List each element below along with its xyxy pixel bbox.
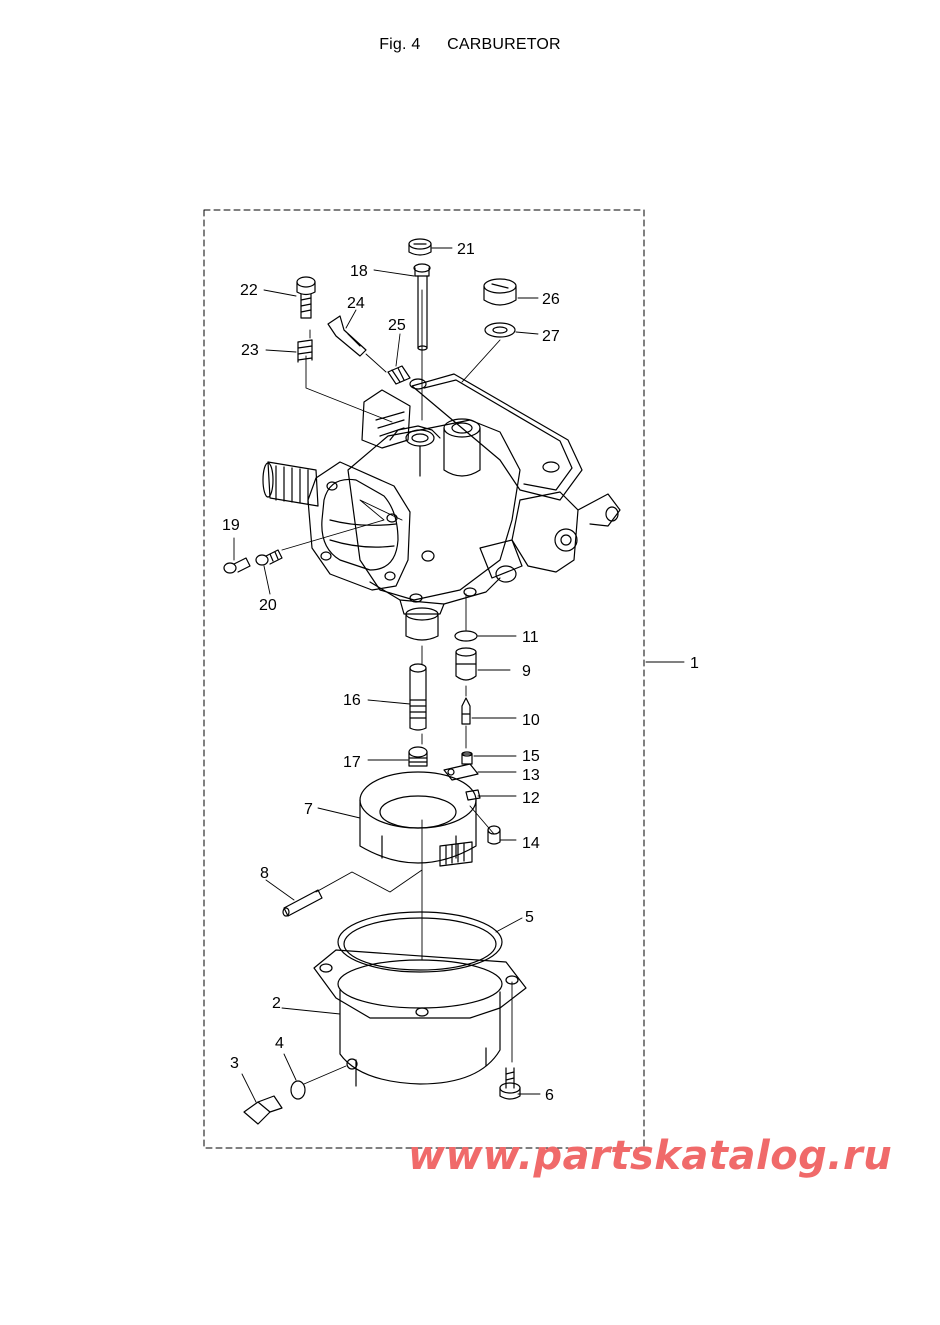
- cap-21: [408, 238, 432, 256]
- washer-27: [484, 322, 516, 338]
- float-bowl-2: [313, 949, 527, 1087]
- figure-number: Fig. 4: [379, 36, 421, 53]
- callout-13: 13: [522, 767, 540, 784]
- assembly-axes: [281, 289, 513, 1085]
- figure-title: CARBURETOR: [447, 36, 561, 53]
- screw-6: [499, 1067, 521, 1100]
- pin-12: [465, 789, 481, 801]
- callout-8: 8: [260, 865, 269, 882]
- float-7: [359, 771, 477, 867]
- assembly-boundary: [203, 209, 645, 1149]
- main-jet-17: [408, 746, 428, 767]
- callout-2: 2: [272, 995, 281, 1012]
- callout-11: 11: [522, 629, 539, 646]
- callout-21: 21: [457, 241, 475, 258]
- jet-tube-16: [409, 663, 427, 731]
- screw-22: [296, 276, 316, 319]
- callout-23: 23: [241, 342, 259, 359]
- spring-23: [297, 339, 313, 363]
- screw-20: [255, 549, 283, 566]
- rod-18: [413, 263, 431, 351]
- callout-27: 27: [542, 328, 560, 345]
- callout-22: 22: [240, 282, 258, 299]
- callout-20: 20: [259, 597, 277, 614]
- callout-5: 5: [525, 909, 534, 926]
- callout-4: 4: [275, 1035, 284, 1052]
- callout-12: 12: [522, 790, 540, 807]
- o-ring-11: [454, 630, 478, 642]
- gasket-5: [337, 911, 503, 973]
- spring-25: [387, 365, 411, 385]
- plug-26: [483, 278, 517, 306]
- o-ring-4: [290, 1080, 306, 1100]
- callout-10: 10: [522, 712, 540, 729]
- figure-header: Fig. 4 CARBURETOR: [0, 36, 940, 54]
- needle-seat-9: [455, 647, 477, 681]
- callout-24: 24: [347, 295, 365, 312]
- callout-1: 1: [690, 655, 699, 672]
- callout-16: 16: [343, 692, 361, 709]
- watermark-text: www.partskatalog.ru: [408, 1133, 893, 1179]
- callout-6: 6: [545, 1087, 554, 1104]
- callout-19: 19: [222, 517, 240, 534]
- drain-screw-3: [243, 1095, 283, 1125]
- callout-leaders: [233, 247, 685, 1103]
- callout-9: 9: [522, 663, 531, 680]
- float-pin-8: [282, 889, 323, 917]
- callout-3: 3: [230, 1055, 239, 1072]
- callout-numbers: 1 2 3 4 5 6 7 8 9 10 11 12 13 14 15 16 1…: [222, 241, 699, 1104]
- callout-18: 18: [350, 263, 368, 280]
- needle-valve-10: [461, 697, 471, 725]
- callout-15: 15: [522, 748, 540, 765]
- pin-15: [461, 751, 473, 765]
- callout-17: 17: [343, 754, 361, 771]
- float-arm-13: [443, 763, 479, 781]
- carburetor-body: [262, 373, 621, 641]
- callout-14: 14: [522, 835, 540, 852]
- callout-7: 7: [304, 801, 313, 818]
- screw-19: [223, 557, 251, 574]
- needle-24: [327, 315, 367, 357]
- callout-25: 25: [388, 317, 406, 334]
- callout-26: 26: [542, 291, 560, 308]
